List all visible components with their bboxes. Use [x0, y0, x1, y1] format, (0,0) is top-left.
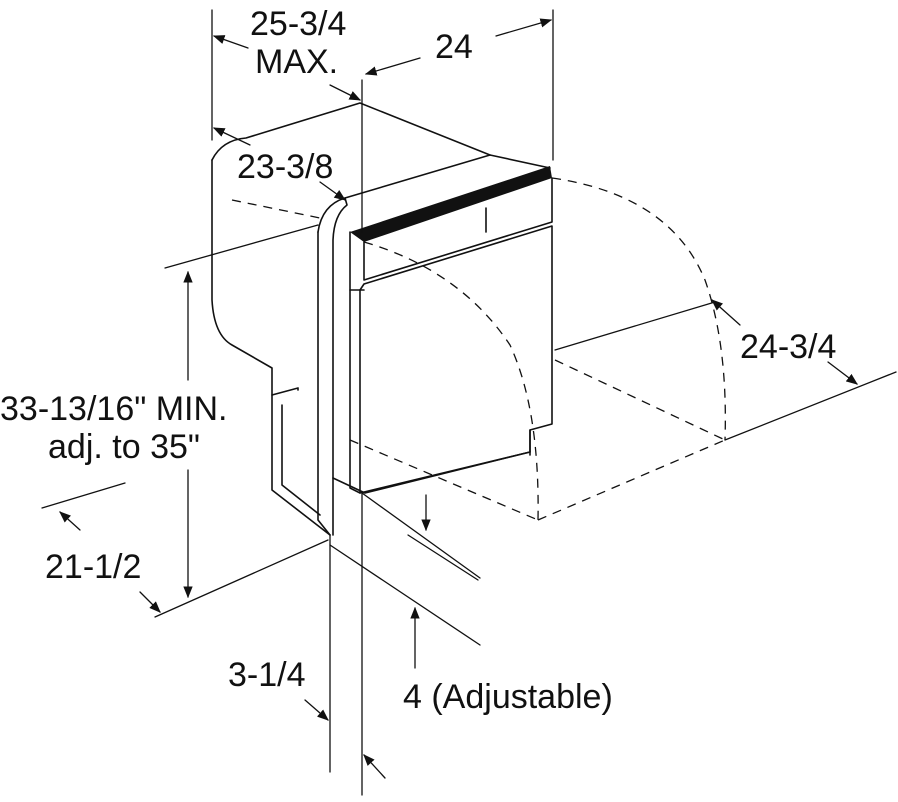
control-panel-side — [349, 231, 365, 291]
front-top-edge — [344, 154, 551, 199]
extension-lines — [41, 9, 897, 796]
door-swing-arc-inner — [363, 241, 539, 521]
door-open-front — [537, 439, 726, 521]
toe-line — [332, 451, 531, 494]
label-overall-depth-max: MAX. — [255, 43, 338, 81]
toe-kick-inner — [281, 404, 321, 516]
label-door-thickness: 3-1/4 — [228, 656, 306, 694]
handle-strip — [350, 166, 552, 242]
side-outline — [211, 159, 331, 536]
label-height-min: 33-13/16" MIN. — [0, 390, 228, 428]
label-toe-depth: 21-1/2 — [45, 548, 141, 586]
door-swing-lines — [231, 177, 726, 521]
hidden-top-back — [231, 199, 321, 219]
dimension-arrows — [59, 18, 858, 779]
front-left-rail — [317, 197, 348, 536]
label-door-swing: 24-3/4 — [740, 328, 836, 366]
dishwasher-body — [211, 102, 553, 536]
label-leg-adjust: 4 (Adjustable) — [403, 678, 613, 716]
door-open-top — [554, 359, 726, 441]
label-cabinet-depth: 23-3/8 — [237, 148, 333, 186]
control-panel — [363, 177, 553, 281]
dimension-labels: 25-3/4 MAX. 24 23-3/8 24-3/4 33-13/16" M… — [0, 5, 836, 716]
door-open-side — [349, 439, 539, 521]
top-edge — [211, 102, 491, 161]
side-notch — [271, 387, 299, 396]
front-left-edge — [317, 231, 331, 536]
label-width: 24 — [435, 28, 473, 66]
door-swing-arc-outer — [551, 177, 726, 441]
label-overall-depth: 25-3/4 — [250, 5, 346, 43]
label-height-adj: adj. to 35" — [48, 428, 200, 466]
